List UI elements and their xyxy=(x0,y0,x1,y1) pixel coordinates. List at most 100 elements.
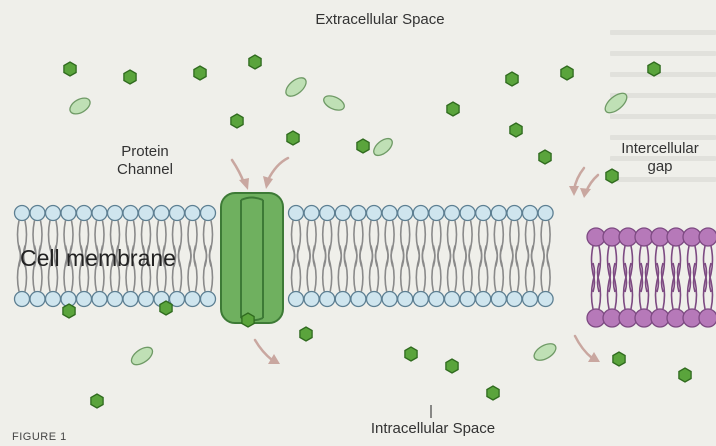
lipid-head-top xyxy=(635,228,653,246)
phospholipid xyxy=(538,206,553,307)
phospholipid xyxy=(351,206,366,307)
lipid-head-bottom xyxy=(460,292,475,307)
lipid-head-bottom xyxy=(46,292,61,307)
lipid-head-top xyxy=(15,206,30,221)
lipid-head-bottom xyxy=(398,292,413,307)
lipid-head-bottom xyxy=(635,309,653,327)
hexagon-molecule xyxy=(300,327,312,341)
lipid-head-top xyxy=(289,206,304,221)
lipid-head-top xyxy=(335,206,350,221)
lipid-head-bottom xyxy=(335,292,350,307)
phospholipid xyxy=(603,228,621,327)
lipid-head-bottom xyxy=(289,292,304,307)
lipid-head-top xyxy=(538,206,553,221)
lipid-head-bottom xyxy=(30,292,45,307)
oval-molecule xyxy=(371,135,396,158)
hexagon-molecule xyxy=(242,313,254,327)
lipid-head-bottom xyxy=(445,292,460,307)
lipid-head-top xyxy=(507,206,522,221)
lipid-head-bottom xyxy=(476,292,491,307)
lipid-head-top xyxy=(185,206,200,221)
lipid-head-top xyxy=(201,206,216,221)
intercellular-gap-label: Intercellular gap xyxy=(605,140,715,176)
extracellular-space-label: Extracellular Space xyxy=(300,11,460,29)
oval-molecule xyxy=(128,344,155,368)
lipid-head-bottom xyxy=(507,292,522,307)
lipid-head-bottom xyxy=(413,292,428,307)
hexagon-molecule xyxy=(249,55,261,69)
hexagon-molecule xyxy=(510,123,522,137)
hexagon-molecule xyxy=(91,394,103,408)
lipid-head-top xyxy=(320,206,335,221)
lipid-head-top xyxy=(523,206,538,221)
lipid-head-bottom xyxy=(77,292,92,307)
lipid-head-bottom xyxy=(108,292,123,307)
phospholipid xyxy=(507,206,522,307)
lipid-head-bottom xyxy=(382,292,397,307)
lipid-head-top xyxy=(398,206,413,221)
lipid-head-bottom xyxy=(491,292,506,307)
phospholipid xyxy=(413,206,428,307)
lipid-head-bottom xyxy=(619,309,637,327)
phospholipid xyxy=(320,206,335,307)
lipid-head-bottom xyxy=(185,292,200,307)
hexagon-molecule xyxy=(648,62,660,76)
hexagon-molecule xyxy=(679,368,691,382)
phospholipid xyxy=(651,228,669,327)
lipid-head-bottom xyxy=(603,309,621,327)
oval-molecule xyxy=(531,340,558,363)
arrow-head xyxy=(569,186,579,196)
figure-caption: FIGURE 1 xyxy=(12,428,67,446)
lipid-head-top xyxy=(123,206,138,221)
lipid-head-top xyxy=(667,228,685,246)
lipid-head-top xyxy=(30,206,45,221)
lipid-head-bottom xyxy=(429,292,444,307)
cell-membrane-label: Cell membrane xyxy=(20,245,176,271)
phospholipid xyxy=(523,206,538,307)
lipid-head-bottom xyxy=(667,309,685,327)
lipid-head-bottom xyxy=(651,309,669,327)
intracellular-space-label: Intracellular Space xyxy=(333,420,533,438)
arrow-into-channel-right xyxy=(268,158,288,180)
membrane-bilayer-middle xyxy=(289,206,554,307)
lipid-head-top xyxy=(154,206,169,221)
lipid-head-top xyxy=(445,206,460,221)
phospholipid xyxy=(445,206,460,307)
lipid-head-top xyxy=(619,228,637,246)
hexagon-molecule xyxy=(405,347,417,361)
arrow-head xyxy=(580,188,591,198)
lipid-head-bottom xyxy=(699,309,716,327)
hexagon-molecule xyxy=(231,114,243,128)
lipid-head-top xyxy=(170,206,185,221)
phospholipid xyxy=(699,228,716,327)
lipid-head-bottom xyxy=(538,292,553,307)
hexagon-molecule xyxy=(357,139,369,153)
arrow-out-channel xyxy=(255,340,272,360)
phospholipid xyxy=(667,228,685,327)
lipid-head-top xyxy=(603,228,621,246)
phospholipid xyxy=(185,206,200,307)
arrow-head xyxy=(239,178,249,190)
arrow-head xyxy=(263,176,273,189)
phospholipid xyxy=(367,206,382,307)
oval-molecule xyxy=(602,90,630,117)
lipid-head-bottom xyxy=(92,292,107,307)
lipid-head-top xyxy=(476,206,491,221)
lipid-head-top xyxy=(587,228,605,246)
lipid-head-top xyxy=(77,206,92,221)
phospholipid xyxy=(491,206,506,307)
phospholipid xyxy=(382,206,397,307)
membrane-bilayer-purple xyxy=(587,228,716,327)
phospholipid xyxy=(460,206,475,307)
lipid-head-top xyxy=(304,206,319,221)
lipid-head-top xyxy=(351,206,366,221)
lipid-head-top xyxy=(491,206,506,221)
phospholipid xyxy=(304,206,319,307)
phospholipid xyxy=(619,228,637,327)
phospholipid xyxy=(587,228,605,327)
phospholipid xyxy=(335,206,350,307)
oval-molecule xyxy=(321,93,346,113)
hexagon-molecule xyxy=(124,70,136,84)
lipid-head-top xyxy=(367,206,382,221)
